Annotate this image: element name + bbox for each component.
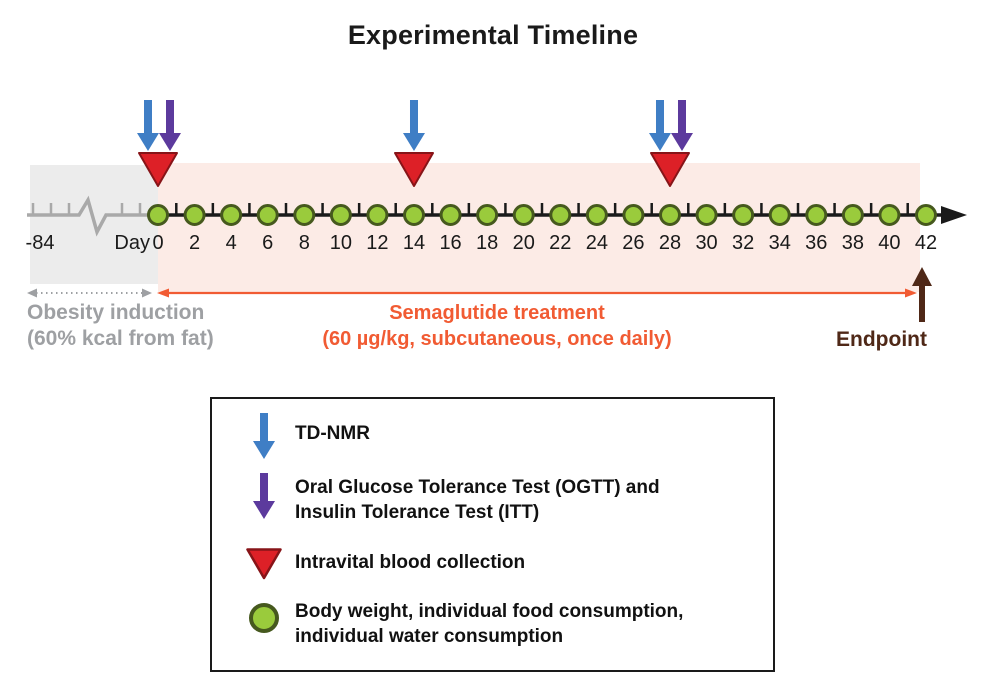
- day-label-8: 8: [299, 232, 310, 254]
- daily-measure-marker-day-36: [805, 204, 828, 226]
- semaglutide-treatment-line1: Semaglutide treatment: [389, 302, 605, 324]
- day-label-40: 40: [878, 232, 900, 254]
- daily-measure-marker-day-28: [658, 204, 681, 226]
- daily-measure-marker-day-12: [366, 204, 389, 226]
- day-label-6: 6: [262, 232, 273, 254]
- legend-ogtt-itt-line1: Oral Glucose Tolerance Test (OGTT) and: [295, 477, 660, 498]
- day-label-0: 0: [152, 232, 163, 254]
- daily-measure-marker-day-24: [585, 204, 608, 226]
- daily-measure-marker-day-38: [841, 204, 864, 226]
- day-label-14: 14: [403, 232, 425, 254]
- daily-measure-marker-day-2: [183, 204, 206, 226]
- day-label-16: 16: [439, 232, 461, 254]
- day-label-32: 32: [732, 232, 754, 254]
- day-label-28: 28: [659, 232, 681, 254]
- obesity-induction-line2: (60% kcal from fat): [27, 327, 214, 350]
- legend-ogtt-itt-label: Oral Glucose Tolerance Test (OGTT) and I…: [295, 475, 660, 525]
- blood-collection-triangle-icon: [246, 548, 282, 580]
- day-label-4: 4: [226, 232, 237, 254]
- day-label-30: 30: [695, 232, 717, 254]
- day-label-34: 34: [769, 232, 791, 254]
- td-nmr-arrow-day-14: [402, 100, 425, 151]
- daily-measure-marker-day-30: [695, 204, 718, 226]
- legend-daily-measure-line2: individual water consumption: [295, 626, 564, 647]
- legend-daily-measure-label: Body weight, individual food consumption…: [295, 599, 683, 649]
- daily-measure-marker-day-22: [549, 204, 572, 226]
- day-label-22: 22: [549, 232, 571, 254]
- blood-collection-marker-day-14: [393, 152, 434, 187]
- daily-measure-marker-day-6: [256, 204, 279, 226]
- day-label-36: 36: [805, 232, 827, 254]
- blood-collection-marker-day-28: [649, 152, 690, 187]
- day-prefix-label: Day: [114, 232, 150, 254]
- daily-measure-marker-day-16: [439, 204, 462, 226]
- daily-measure-marker-day-40: [878, 204, 901, 226]
- ogtt-itt-arrow-day-28: [670, 100, 693, 151]
- endpoint-label: Endpoint: [836, 328, 927, 351]
- ogtt-itt-arrow-day-0: [159, 100, 181, 151]
- legend-td-nmr-label: TD-NMR: [295, 423, 370, 444]
- daily-measure-marker-day-10: [329, 204, 352, 226]
- daily-measure-circle-icon: [249, 603, 279, 633]
- legend-daily-measure-line1: Body weight, individual food consumption…: [295, 601, 684, 622]
- legend-box: TD-NMR Oral Glucose Tolerance Test (OGTT…: [210, 397, 775, 672]
- pre-treatment-axis: [27, 195, 158, 237]
- treatment-phase-region: [158, 163, 920, 292]
- day-label-42: 42: [915, 232, 937, 254]
- daily-measure-marker-day-34: [768, 204, 791, 226]
- ogtt-itt-arrow-icon: [253, 473, 275, 519]
- legend-ogtt-itt-line2: Insulin Tolerance Test (ITT): [295, 502, 540, 523]
- treatment-span-arrowhead-right: [905, 288, 917, 298]
- obesity-span-arrowhead-left: [27, 288, 37, 298]
- day-label-26: 26: [622, 232, 644, 254]
- daily-measure-marker-day-18: [476, 204, 499, 226]
- day-label-20: 20: [513, 232, 535, 254]
- td-nmr-arrow-day-0: [137, 100, 159, 151]
- td-nmr-arrow-icon: [253, 413, 275, 459]
- daily-measure-marker-day-26: [622, 204, 645, 226]
- day-label-10: 10: [330, 232, 352, 254]
- day-label-38: 38: [842, 232, 864, 254]
- legend-blood-collection-label: Intravital blood collection: [295, 552, 526, 573]
- daily-measure-marker-day-14: [402, 204, 425, 226]
- day-label-18: 18: [476, 232, 498, 254]
- axis-arrowhead: [941, 206, 967, 224]
- obesity-span-arrowhead-right: [142, 288, 152, 298]
- treatment-span-arrowhead-left: [157, 288, 169, 298]
- pre-break-day-label: -84: [26, 232, 55, 254]
- obesity-induction-line1: Obesity induction: [27, 301, 205, 324]
- endpoint-arrowhead: [912, 267, 932, 286]
- obesity-induction-label: Obesity induction (60% kcal from fat): [27, 300, 214, 352]
- daily-measure-marker-day-4: [220, 204, 243, 226]
- daily-measure-marker-day-20: [512, 204, 535, 226]
- day-label-12: 12: [366, 232, 388, 254]
- blood-collection-marker-day-0: [138, 152, 178, 187]
- daily-measure-marker-day-42: [914, 204, 937, 226]
- daily-measure-marker-day-8: [293, 204, 316, 226]
- daily-measure-marker-day-0: [147, 204, 169, 226]
- semaglutide-treatment-label: Semaglutide treatment (60 µg/kg, subcuta…: [200, 300, 794, 352]
- td-nmr-arrow-day-28: [648, 100, 671, 151]
- semaglutide-treatment-line2: (60 µg/kg, subcutaneous, once daily): [322, 328, 672, 350]
- figure-title: Experimental Timeline: [347, 20, 639, 50]
- daily-measure-marker-day-32: [732, 204, 755, 226]
- day-label-24: 24: [586, 232, 608, 254]
- day-label-2: 2: [189, 232, 200, 254]
